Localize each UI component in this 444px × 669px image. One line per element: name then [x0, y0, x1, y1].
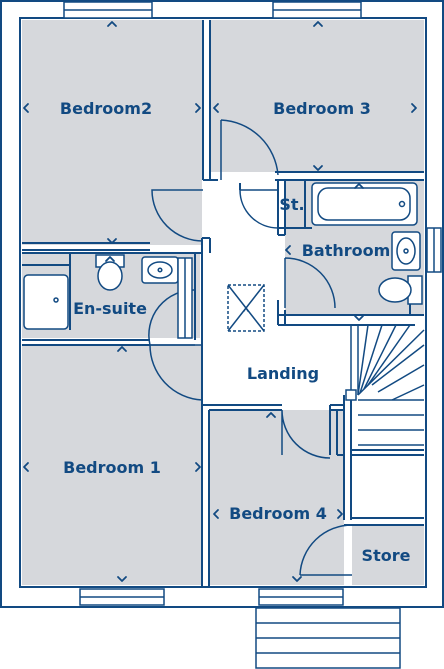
door-bedroom3	[220, 119, 279, 180]
outer-walls	[0, 0, 444, 608]
label-bedroom1: Bedroom 1	[63, 458, 161, 477]
shower-tray	[23, 274, 69, 330]
bath	[311, 182, 418, 226]
door-bedroom1	[149, 344, 203, 401]
bedroom4-area	[210, 410, 344, 585]
door-bedroom2	[151, 189, 204, 242]
label-st: St.	[279, 195, 304, 214]
label-bedroom3: Bedroom 3	[273, 99, 371, 118]
door-st	[239, 189, 279, 229]
door-bathroom	[284, 257, 336, 309]
external-steps	[255, 607, 401, 669]
label-bedroom4: Bedroom 4	[229, 504, 327, 523]
room-labels: Bedroom2 Bedroom 3 St. Bathroom En-suite…	[60, 99, 411, 565]
label-ensuite: En-suite	[73, 299, 147, 318]
store-area	[352, 525, 424, 585]
bedroom1-area	[22, 345, 202, 585]
loft-hatch-mark: X	[243, 305, 249, 315]
label-store: Store	[362, 546, 411, 565]
windows	[63, 1, 442, 606]
bedroom3-area	[210, 20, 424, 172]
internal-walls	[22, 20, 424, 587]
staircase	[345, 324, 425, 446]
ensuite-wc	[97, 261, 123, 291]
bedroom2-area	[22, 20, 202, 245]
bathroom-wc	[378, 277, 412, 303]
label-bathroom: Bathroom	[302, 241, 391, 260]
label-landing: Landing	[247, 364, 319, 383]
label-bedroom2: Bedroom2	[60, 99, 152, 118]
door-bedroom4	[281, 409, 331, 459]
loft-hatch	[227, 284, 265, 332]
door-store	[299, 524, 353, 576]
dimension-markers	[23, 21, 417, 582]
fixtures: X	[23, 182, 423, 339]
